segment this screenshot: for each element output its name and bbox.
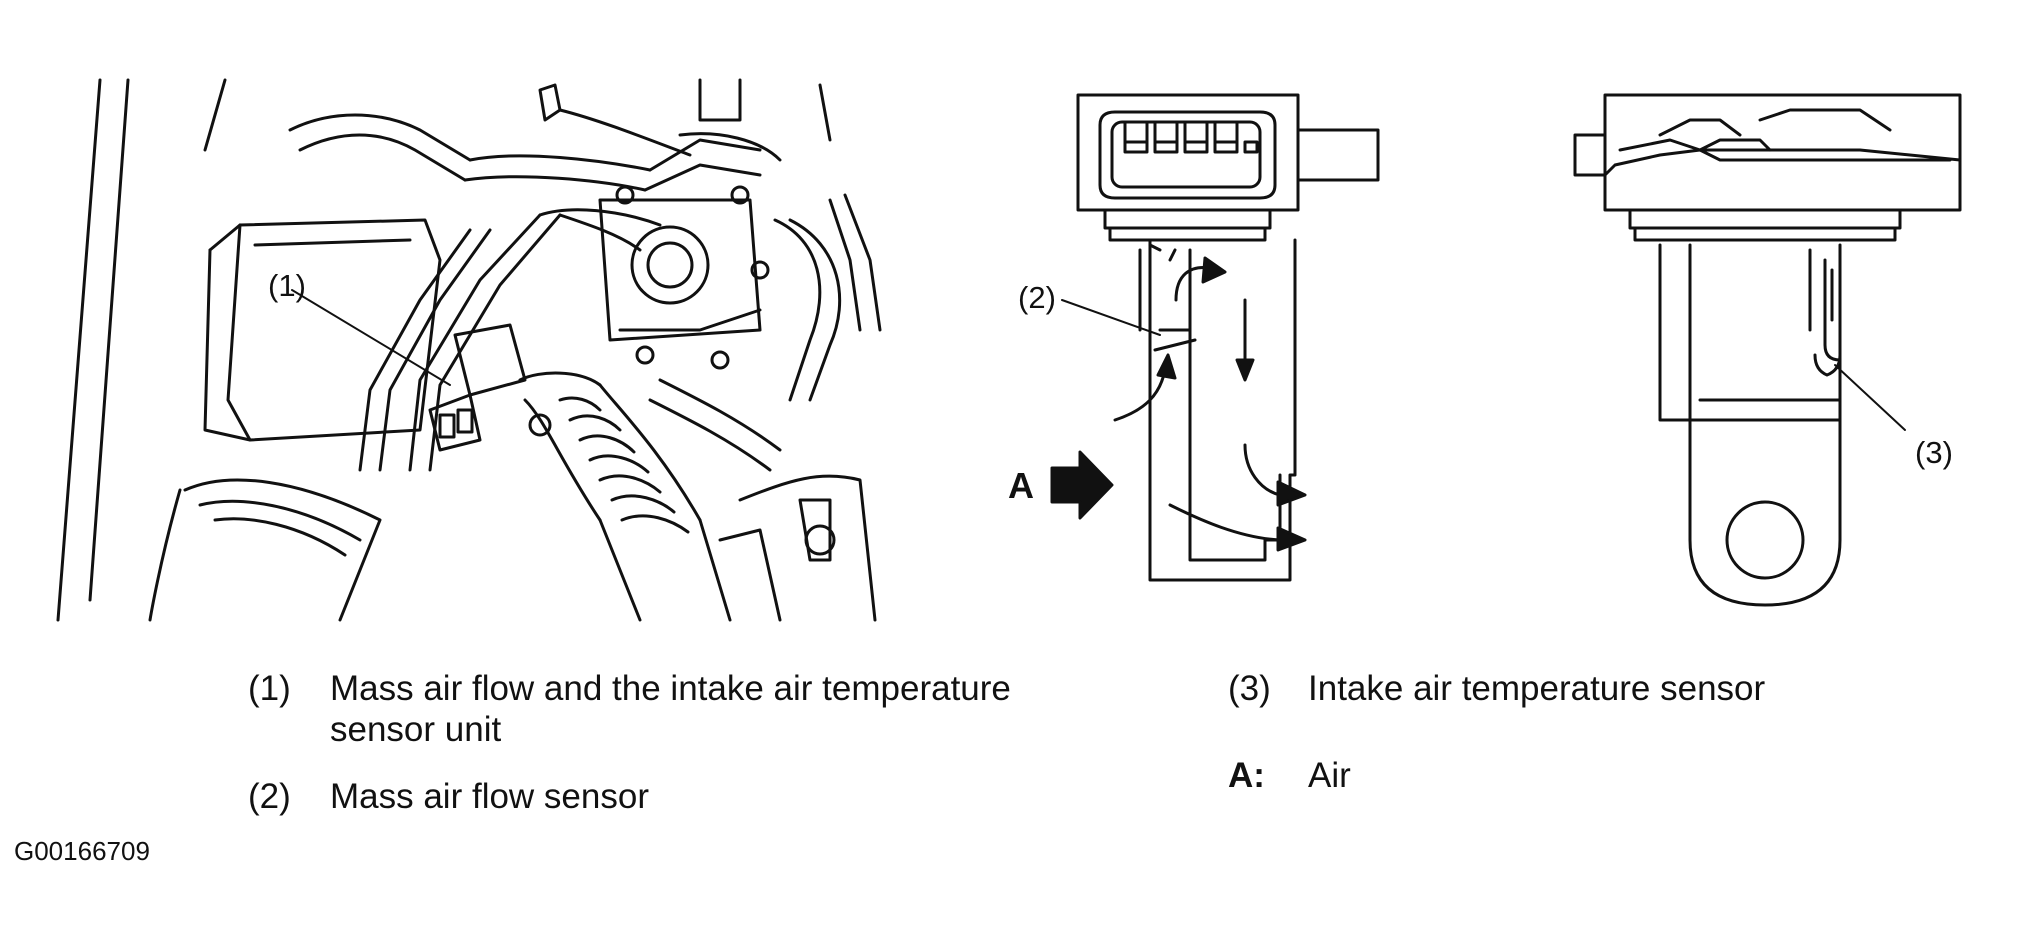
- leader-line-1: [291, 289, 451, 386]
- figure-id: G00166709: [14, 836, 150, 866]
- legend-text-1-line1: Mass air flow and the intake air tempera…: [330, 669, 1011, 708]
- engine-bay-illustration: [56, 78, 882, 622]
- legend-item-2: (2) Mass air flow sensor: [248, 776, 1108, 821]
- sensor-side-view: [1573, 93, 1962, 607]
- legend-text-3: Intake air temperature sensor: [1308, 669, 1766, 708]
- legend-key-1: (1): [248, 669, 291, 708]
- callout-1: (1): [268, 268, 306, 303]
- air-arrow-label: A: [1008, 465, 1034, 506]
- callout-3: (3): [1915, 435, 1953, 470]
- legend-key-a: A:: [1228, 756, 1265, 795]
- legend-item-a: A: Air: [1228, 755, 2008, 800]
- legend-text-2: Mass air flow sensor: [330, 777, 649, 816]
- legend-text-1-line2: sensor unit: [330, 710, 502, 749]
- legend-text-a: Air: [1308, 756, 1351, 795]
- legend-key-2: (2): [248, 777, 291, 816]
- callout-2: (2): [1018, 280, 1056, 315]
- maf-sensor-front-view: [1050, 93, 1380, 582]
- legend-item-1: (1) Mass air flow and the intake air tem…: [248, 668, 1108, 754]
- legend-key-3: (3): [1228, 669, 1271, 708]
- legend-item-3: (3) Intake air temperature sensor: [1228, 668, 2008, 713]
